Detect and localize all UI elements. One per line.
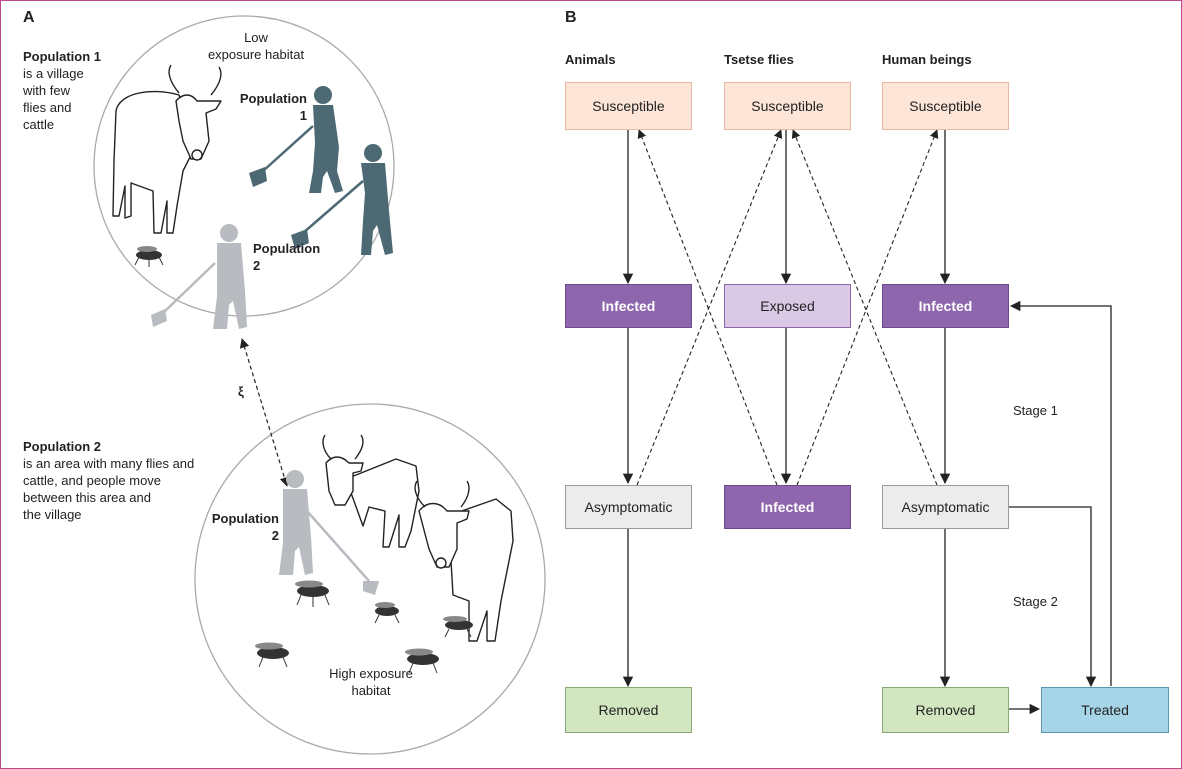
cow-icon-upper: [112, 64, 222, 234]
population-1-title: Population 1: [23, 49, 101, 64]
person-icon-pop2-lower: [279, 470, 379, 595]
tsetse-fly-icon-lower-1: [295, 580, 330, 607]
tsetse-fly-icon-upper: [134, 246, 164, 267]
dashed-animal-asym-to-tsetse-sus: [636, 129, 783, 486]
panel-a-letter: A: [23, 9, 35, 26]
xi-symbol: ξ: [238, 384, 244, 399]
population-2-label-upper: Population 2: [253, 241, 321, 273]
tsetse-fly-icon-lower-3: [443, 616, 473, 638]
migration-arrow: [239, 338, 290, 487]
tsetse-fly-icon-lower-2: [374, 602, 400, 624]
low-exposure-habitat-label: Low exposure habitat: [207, 30, 305, 62]
stage-1-label: Stage 1: [1013, 403, 1058, 418]
population-2-label-lower: Population 2: [211, 511, 279, 543]
dashed-human-asym-to-tsetse-sus: [791, 129, 938, 486]
high-exposure-habitat-label: High exposure habitat: [329, 666, 413, 698]
tsetse-fly-icon-lower-5: [405, 648, 439, 674]
person-icon-pop1-b: [291, 144, 393, 255]
box-humans-treated: Treated: [1041, 687, 1169, 733]
high-exposure-habitat-circle: [194, 403, 546, 755]
box-animals-removed: Removed: [565, 687, 692, 733]
tsetse-fly-icon-lower-4: [255, 642, 289, 668]
arrow-treated-infected: [1009, 300, 1112, 686]
panel-b-letter: B: [565, 9, 577, 26]
population-2-description: is an area with many flies and cattle, a…: [23, 456, 195, 522]
dashed-tsetse-inf-to-human-sus: [796, 129, 939, 486]
stage-2-label: Stage 2: [1013, 594, 1058, 609]
box-humans-infected: Infected: [882, 284, 1009, 328]
box-tsetse-exposed: Exposed: [724, 284, 851, 328]
population-2-title: Population 2: [23, 439, 101, 454]
population-1-description: is a village with few flies and cattle: [23, 66, 84, 132]
box-animals-asymptomatic: Asymptomatic: [565, 485, 692, 529]
box-tsetse-susceptible: Susceptible: [724, 82, 851, 130]
arrow-asym-treated: [1009, 506, 1097, 688]
dashed-tsetse-inf-to-animal-sus: [637, 129, 778, 486]
box-humans-asymptomatic: Asymptomatic: [882, 485, 1009, 529]
box-tsetse-infected: Infected: [724, 485, 851, 529]
column-header-humans: Human beings: [882, 52, 972, 67]
column-header-tsetse: Tsetse flies: [724, 52, 794, 67]
person-icon-pop1-a: [249, 86, 343, 193]
population-1-label-circle: Population 1: [239, 91, 307, 123]
column-header-animals: Animals: [565, 52, 616, 67]
cow-icon-lower-b: [414, 480, 514, 642]
box-humans-susceptible: Susceptible: [882, 82, 1009, 130]
box-animals-susceptible: Susceptible: [565, 82, 692, 130]
person-icon-pop2-upper: [151, 224, 247, 329]
box-animals-infected: Infected: [565, 284, 692, 328]
cow-icon-lower-a: [322, 434, 420, 548]
box-humans-removed: Removed: [882, 687, 1009, 733]
